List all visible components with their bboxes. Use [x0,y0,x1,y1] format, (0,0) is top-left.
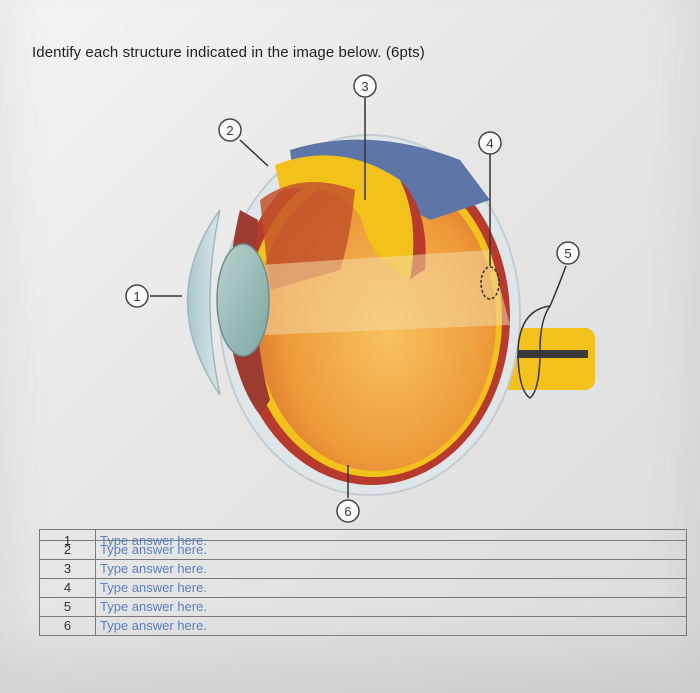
answer-field-3[interactable]: Type answer here. [95,559,687,579]
leader-line-5 [517,265,567,399]
svg-text:5: 5 [564,246,571,261]
answer-row-1: 1 Type answer here. [39,529,687,547]
row-number: 5 [39,597,96,617]
callout-4: 4 [478,131,502,155]
row-number: 4 [39,578,96,598]
row-number: 3 [39,559,96,579]
cut-plane [260,250,510,335]
optic-disc-marker [480,266,500,300]
callout-2: 2 [218,118,242,142]
callout-6: 6 [336,499,360,523]
svg-text:6: 6 [344,504,351,519]
answer-field-6[interactable]: Type answer here. [95,616,687,636]
svg-text:4: 4 [486,136,493,151]
answer-row-4: 4 Type answer here. [39,578,687,598]
svg-text:1: 1 [133,289,140,304]
answer-field-4[interactable]: Type answer here. [95,578,687,598]
answer-row-6: 6 Type answer here. [39,616,687,636]
leader-line-2 [239,139,269,167]
answer-table: 1 Type answer here. 2 Type answer here. … [39,529,687,636]
svg-text:3: 3 [361,79,368,94]
answer-row-5: 5 Type answer here. [39,597,687,617]
answer-field-5[interactable]: Type answer here. [95,597,687,617]
question-text: Identify each structure indicated in the… [32,44,425,61]
cornea [186,209,221,396]
callout-1: 1 [125,284,149,308]
lens [216,243,270,357]
row-number: 1 [39,529,96,547]
answer-row-3: 3 Type answer here. [39,559,687,579]
callout-5: 5 [556,241,580,265]
row-number: 6 [39,616,96,636]
answer-field-1[interactable]: Type answer here. [95,529,687,547]
callout-3: 3 [353,74,377,98]
eye-diagram: 1 2 3 4 5 6 [125,74,600,523]
svg-text:2: 2 [226,123,233,138]
